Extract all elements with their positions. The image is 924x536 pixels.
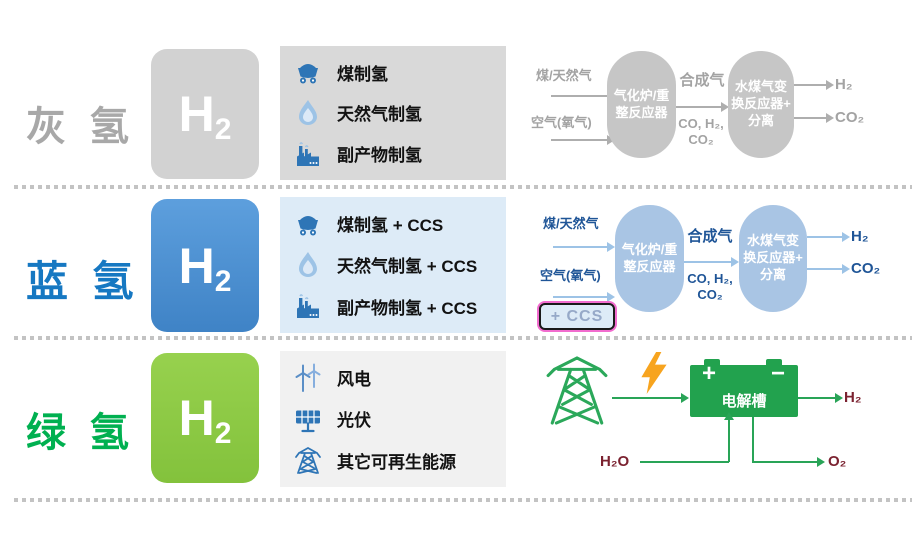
method-label: 煤制氢: [337, 64, 388, 84]
factory-icon: [293, 291, 323, 321]
vessel-gasifier: 气化炉/重 整反应器: [607, 51, 676, 158]
h2-subscript: 2: [214, 264, 232, 298]
methods-panel-grey: 煤制氢 天然气制氢 副产物制氢: [280, 46, 506, 180]
method-coal-ccs: 煤制氢 + CCS: [280, 209, 506, 239]
h2-symbol: H: [178, 390, 215, 446]
h2-symbol: H: [178, 237, 215, 294]
coal-cart-icon: [293, 209, 323, 239]
plus-terminal-label: +: [702, 360, 717, 387]
battery-terminal: [766, 359, 782, 365]
flame-icon: [293, 98, 323, 128]
method-label: 副产物制氢: [337, 146, 422, 166]
dotted-divider: [14, 498, 912, 502]
syngas-label: 合成气: [679, 72, 725, 89]
oxygen-out-line: [752, 417, 754, 462]
syngas-label: 合成气: [687, 228, 733, 245]
method-natural-gas-ccs: 天然气制氢 + CCS: [280, 250, 506, 280]
output-h2-label: H₂: [835, 76, 853, 93]
h2-subscript: 2: [214, 417, 232, 450]
row-title-green-hydrogen: 绿 氢: [26, 411, 136, 455]
battery-terminal: [704, 359, 720, 365]
arrow: [612, 393, 689, 403]
arrow: [794, 113, 834, 123]
output-h2-label: H₂: [844, 389, 862, 406]
output-co2-label: CO₂: [851, 260, 881, 277]
arrow-up: [724, 412, 734, 462]
arrow: [752, 457, 825, 467]
method-label: 其它可再生能源: [337, 452, 456, 472]
method-wind: 风电: [280, 363, 506, 393]
wind-turbine-icon: [293, 363, 323, 393]
arrow: [551, 91, 615, 101]
vessel-gasifier: 气化炉/重 整反应器: [615, 205, 684, 312]
arrow: [798, 393, 843, 403]
flow-input-air: 空气(氧气): [531, 115, 592, 130]
h2-symbol: H: [178, 86, 215, 142]
flow-input-feedstock: 煤/天然气: [543, 216, 599, 231]
input-water-label: H₂O: [600, 453, 630, 470]
ccs-box: + CCS: [539, 303, 615, 330]
row-title-blue-hydrogen: 蓝 氢: [26, 258, 140, 305]
output-co2-label: CO₂: [835, 109, 865, 126]
arrow: [807, 264, 850, 274]
methods-panel-green: 风电 光伏 其它可再生能源: [280, 351, 506, 487]
vessel-shift-reactor: 水煤气变 换反应器+ 分离: [728, 51, 794, 158]
flow-input-feedstock: 煤/天然气: [536, 68, 592, 83]
arrow: [807, 232, 850, 242]
method-label: 风电: [337, 370, 371, 390]
arrow: [553, 242, 615, 252]
flame-icon: [293, 250, 323, 280]
arrow: [684, 257, 739, 267]
method-other-renewables: 其它可再生能源: [280, 445, 506, 475]
arrow: [794, 80, 834, 90]
output-o2-label: O₂: [828, 453, 847, 470]
electrolyzer-label: 电解槽: [721, 393, 767, 410]
method-solar: 光伏: [280, 404, 506, 434]
water-feed-line: [640, 461, 729, 463]
methods-panel-blue: 煤制氢 + CCS 天然气制氢 + CCS 副产物制氢 + CCS: [280, 197, 506, 333]
flow-input-air: 空气(氧气): [540, 268, 601, 283]
method-label: 光伏: [337, 411, 371, 431]
method-label: 煤制氢 + CCS: [337, 216, 444, 236]
lightning-bolt-icon: [640, 352, 668, 399]
byproducts-label: CO, H₂, CO₂: [678, 116, 724, 147]
electrolyzer-box: + − 电解槽: [690, 359, 798, 417]
output-h2-label: H₂: [851, 228, 869, 245]
method-label: 天然气制氢: [337, 105, 422, 125]
dotted-divider: [14, 185, 912, 189]
method-label: 天然气制氢 + CCS: [337, 257, 478, 277]
h2-subscript: 2: [214, 113, 232, 146]
method-byproduct-ccs: 副产物制氢 + CCS: [280, 291, 506, 321]
arrow: [551, 135, 615, 145]
row-title-grey-hydrogen: 灰 氢: [26, 105, 136, 149]
minus-terminal-label: −: [770, 360, 785, 387]
transmission-tower-icon: [544, 352, 610, 433]
coal-cart-icon: [293, 57, 323, 87]
method-natural-gas: 天然气制氢: [280, 98, 506, 128]
method-byproduct: 副产物制氢: [280, 139, 506, 169]
method-label: 副产物制氢 + CCS: [337, 298, 478, 318]
power-tower-icon: [293, 445, 323, 475]
solar-panel-icon: [293, 404, 323, 434]
method-coal: 煤制氢: [280, 57, 506, 87]
arrow: [553, 292, 615, 302]
byproducts-label: CO, H₂, CO₂: [687, 271, 733, 302]
dotted-divider: [14, 336, 912, 340]
factory-icon: [293, 139, 323, 169]
vessel-shift-reactor: 水煤气变 换反应器+ 分离: [739, 205, 807, 312]
arrow: [676, 102, 729, 112]
